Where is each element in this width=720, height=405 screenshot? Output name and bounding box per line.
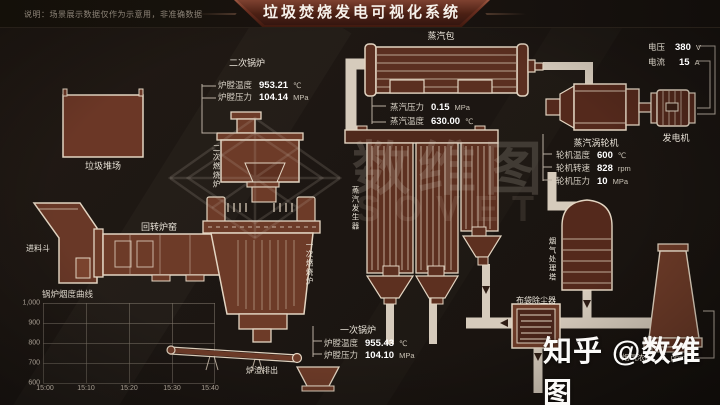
chimney-shape	[643, 243, 703, 353]
flue-gas-row: 烟气浓度 5 ppm	[622, 352, 685, 363]
leader-lines	[201, 45, 716, 359]
primary-boiler-label: 一次锅炉	[340, 325, 377, 335]
turbine-temp-row: 轮机温度 600 ℃	[556, 149, 626, 161]
current-unit: A	[694, 58, 700, 67]
bag-filter-shape	[511, 303, 561, 349]
steam-pressure-value: 0.15	[431, 102, 450, 113]
steam-generator-shape	[344, 125, 503, 305]
steam-pressure-row: 蒸汽压力 0.15 MPa	[390, 101, 470, 113]
turbine-temp-unit: ℃	[617, 151, 627, 160]
flue-gas-value: 5	[661, 352, 666, 362]
x-tick: 15:20	[120, 385, 138, 392]
slag-hopper-shape	[295, 366, 341, 392]
disclaimer-note: 说明：场景展示数据仅作为示意用，非准确数据	[24, 10, 203, 19]
rotary-kiln-label: 回转炉窑	[140, 222, 178, 232]
y-tick: 700	[28, 359, 40, 367]
secondary-pressure-row: 炉膛压力 104.14 MPa	[218, 91, 309, 103]
voltage-label: 电压	[648, 42, 666, 52]
banner-wing-left	[195, 13, 237, 15]
secondary-chamber-label: 二次燃烧炉	[212, 144, 221, 189]
secondary-pressure-value: 104.14	[259, 92, 289, 103]
x-tick: 15:00	[36, 385, 54, 392]
primary-temp-unit: ℃	[399, 339, 408, 348]
secondary-boiler-label: 二次锅炉	[229, 58, 266, 68]
primary-pressure-row: 炉膛压力 104.10 MPa	[324, 349, 415, 361]
waste-yard-shape	[62, 88, 144, 158]
secondary-temp-row: 炉膛温度 953.21 ℃	[218, 79, 302, 91]
flue-gas-unit: ppm	[670, 353, 686, 362]
current-value: 15	[679, 57, 690, 68]
secondary-temp-label: 炉膛温度	[218, 80, 253, 90]
furnace-shape	[202, 111, 321, 343]
steam-drum-label: 蒸汽包	[427, 31, 455, 41]
steam-temp-value: 630.00	[431, 116, 461, 127]
secondary-pressure-unit: MPa	[293, 93, 309, 102]
smoke-chart-grid	[43, 303, 215, 384]
x-tick: 15:30	[163, 385, 181, 392]
slag-conveyor-shape	[166, 345, 303, 374]
generator-label: 发电机	[662, 133, 690, 143]
slag-discharge-label: 炉渣排出	[246, 366, 278, 375]
x-tick: 15:10	[77, 385, 95, 392]
current-row: 电流 15 A	[648, 56, 700, 68]
feed-hopper-label: 进料斗	[26, 244, 50, 253]
flow-arrows	[482, 286, 591, 361]
turbine-pressure-row: 轮机压力 10 MPa	[556, 175, 628, 187]
feed-hopper-shape	[32, 202, 98, 284]
primary-pressure-value: 104.10	[365, 350, 395, 361]
turbine-temp-value: 600	[597, 150, 613, 161]
turbine-shape	[545, 83, 652, 131]
turbine-pressure-label: 轮机压力	[556, 176, 591, 186]
primary-pressure-label: 炉膛压力	[324, 350, 359, 360]
primary-temp-value: 955.43	[365, 338, 395, 349]
y-tick: 1,000	[22, 299, 40, 307]
flue-gas-label: 烟气浓度	[622, 353, 652, 362]
steam-temp-unit: ℃	[465, 117, 474, 126]
voltage-row: 电压 380 V	[648, 41, 701, 53]
turbine-pressure-value: 10	[597, 176, 608, 187]
steam-generator-label: 蒸汽发生器	[351, 186, 360, 231]
gas-tower-label: 烟气处理塔	[548, 237, 557, 282]
y-tick: 900	[28, 319, 40, 327]
secondary-pressure-label: 炉膛压力	[218, 92, 253, 102]
generator-shape	[650, 89, 696, 127]
steam-temp-label: 蒸汽温度	[390, 116, 425, 126]
y-tick: 800	[28, 339, 40, 347]
primary-chamber-label: 一次燃烧炉	[305, 241, 314, 286]
turbine-pressure-unit: MPa	[612, 177, 629, 186]
waste-yard-label: 垃圾堆场	[84, 161, 122, 171]
turbine-speed-unit: rpm	[617, 164, 631, 173]
turbine-label: 蒸汽涡轮机	[573, 138, 619, 148]
steam-drum-shape	[364, 43, 544, 97]
turbine-temp-label: 轮机温度	[556, 150, 591, 160]
page-title: 垃圾焚烧发电可视化系统	[262, 4, 461, 21]
steam-temp-row: 蒸汽温度 630.00 ℃	[390, 115, 474, 127]
title-banner: 垃圾焚烧发电可视化系统	[234, 0, 490, 27]
title-banner-inner	[237, 0, 487, 25]
turbine-speed-value: 828	[597, 163, 613, 174]
smoke-chart-title: 锅炉烟度曲线	[42, 289, 94, 299]
primary-temp-label: 炉膛温度	[324, 338, 359, 348]
gas-tower-shape	[561, 199, 613, 291]
credit-watermark: 知乎 @数维图	[543, 336, 702, 405]
banner-wing-right	[485, 13, 527, 15]
secondary-temp-unit: ℃	[293, 81, 302, 90]
top-bar: 说明：场景展示数据仅作为示意用，非准确数据 垃圾焚烧发电可视化系统	[0, 0, 720, 28]
voltage-unit: V	[695, 43, 701, 52]
bag-filter-label: 布袋除尘器	[516, 296, 556, 305]
secondary-temp-value: 953.21	[259, 80, 289, 91]
primary-temp-row: 炉膛温度 955.43 ℃	[324, 337, 408, 349]
y-tick: 600	[28, 379, 40, 387]
voltage-value: 380	[675, 42, 691, 53]
turbine-speed-label: 轮机转速	[556, 163, 591, 173]
current-label: 电流	[648, 57, 666, 67]
turbine-speed-row: 轮机转速 828 rpm	[556, 162, 631, 174]
primary-pressure-unit: MPa	[399, 351, 415, 360]
steam-pressure-unit: MPa	[454, 103, 470, 112]
steam-pressure-label: 蒸汽压力	[390, 102, 425, 112]
x-tick: 15:40	[201, 385, 219, 392]
